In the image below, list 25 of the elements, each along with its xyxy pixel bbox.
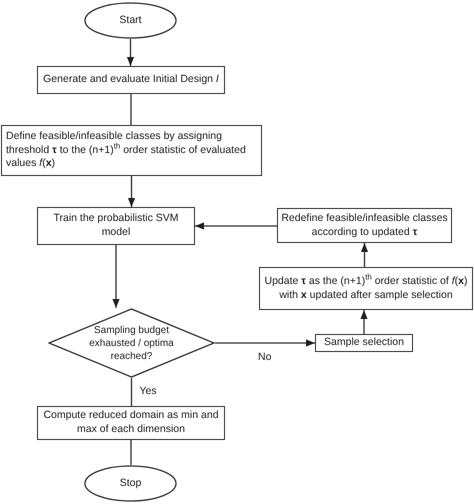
node-text: Generate and evaluate Initial Design I xyxy=(43,73,219,87)
process-box xyxy=(315,334,413,352)
process-box xyxy=(37,406,225,440)
arrow xyxy=(360,243,368,267)
node-text: Start xyxy=(119,14,142,28)
process-box xyxy=(1,125,262,176)
process-box xyxy=(37,66,225,94)
arrow xyxy=(195,222,277,230)
node-text: Sample selection xyxy=(324,336,404,350)
node-text: Train the probabilistic SVM model xyxy=(52,212,180,240)
node-text: Stop xyxy=(120,476,142,490)
node-text: Compute reduced domain as min and max of each dimension xyxy=(42,409,220,437)
arrow xyxy=(215,339,315,347)
node-text: Sampling budget exhausted / optima reached? xyxy=(88,324,175,362)
arrow xyxy=(128,176,136,207)
arrow xyxy=(126,39,134,66)
process-box xyxy=(259,267,473,310)
node-text: Update τ as the (n+1)$^{th}$ order statistic of f(x) with x updated after sample selection xyxy=(264,274,468,302)
edge-label: No xyxy=(257,351,272,363)
process-box xyxy=(37,207,195,245)
node-text: Define feasible/infeasible classes by assigning threshold τ to the (n+1)$^{th}$ order statistic of evaluated values f(x) xyxy=(6,130,247,171)
node-text: Redefine feasible/infeasible classes according to updated τ xyxy=(281,212,448,240)
edge-label: Yes xyxy=(138,385,158,397)
arrow xyxy=(360,310,368,334)
arrow xyxy=(112,245,120,308)
